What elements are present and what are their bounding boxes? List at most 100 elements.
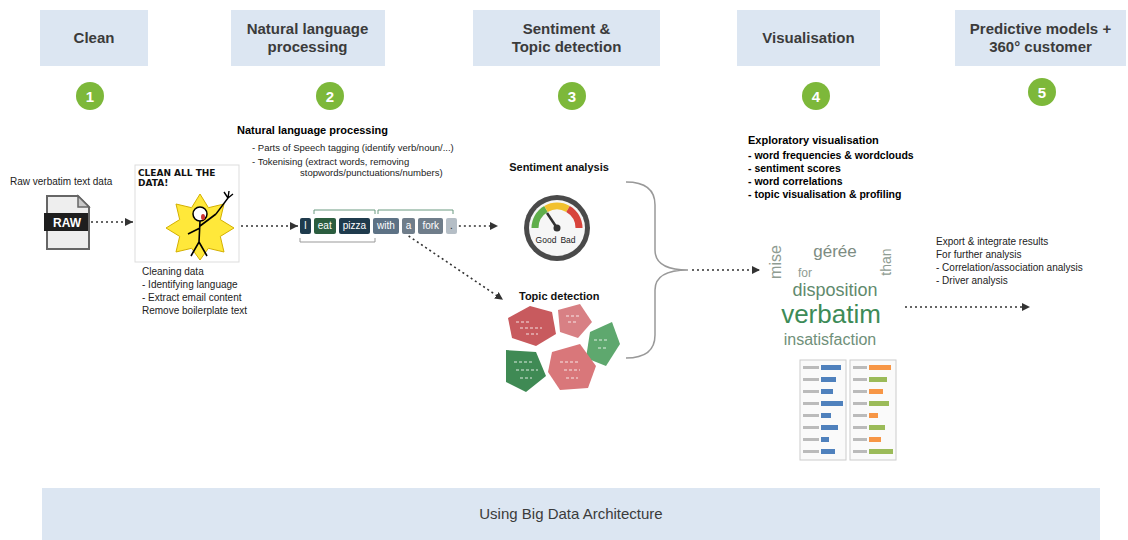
gauge-label: Good: [536, 235, 557, 245]
thumbnail-panel: [850, 360, 896, 460]
topic-shape: [508, 306, 556, 346]
word-cloud-node-slot: disposition: [792, 281, 877, 300]
token-chip-slot: I: [304, 220, 307, 232]
token-text: .: [450, 220, 453, 232]
merge-brace: [626, 182, 688, 358]
thumbnail-bars: [821, 365, 843, 454]
token-text: fork: [422, 220, 439, 232]
figure-body: [188, 214, 216, 256]
step-note: Cleaning data: [142, 266, 204, 278]
label-slot: Exploratory visualisation: [748, 134, 879, 147]
gauge-label: Bad: [560, 235, 575, 245]
token-bracket: [378, 210, 453, 214]
stage-header: Visualisation: [737, 10, 880, 66]
step-number: 2: [326, 89, 334, 104]
token-chip-slot: fork: [422, 220, 439, 232]
figure-broom: [216, 191, 233, 214]
token-text: with: [377, 220, 395, 232]
token-text: I: [304, 220, 307, 232]
step-note: - Identifying language: [142, 279, 238, 291]
cloud-word: gérée: [813, 243, 856, 260]
architecture-band-slot: Using Big Data Architecture: [479, 505, 662, 523]
architecture-band: Using Big Data Architecture: [42, 488, 1100, 540]
stage-header: Clean: [40, 10, 148, 66]
thumbnail-row-labels: [803, 366, 867, 453]
comic-node: CLEAN ALL THE DATA!: [135, 165, 239, 262]
cloud-word: insatisfaction: [784, 332, 877, 348]
comic-illustration: [135, 165, 239, 262]
step-note: For further analysis: [936, 249, 1022, 261]
input-caption: Raw verbatim text data: [10, 176, 112, 188]
label-slot: - Tokenising (extract words, removing st…: [252, 156, 525, 179]
step-note: - word frequencies & wordclouds: [748, 149, 914, 162]
token-chip-slot: eat: [318, 220, 332, 232]
step-note: - Driver analysis: [936, 275, 1008, 287]
sentiment-gauge-node-slot: Good: [536, 229, 557, 247]
cloud-word: for: [798, 267, 812, 279]
file-fold: [78, 196, 89, 207]
step-note: - sentiment scores: [748, 162, 841, 175]
label-slot: - word correlations: [748, 175, 843, 188]
header-text: Sentiment & Topic detection: [507, 20, 627, 56]
panel-heading: Sentiment analysis: [509, 161, 609, 174]
token-chip: a: [402, 218, 416, 234]
label-slot: - sentiment scores: [748, 162, 841, 175]
step-circle: 4: [802, 82, 830, 110]
token-chip-slot: pizza: [343, 220, 366, 232]
stage-header-slot: Predictive models + 360° customer: [966, 20, 1116, 56]
label-slot: For further analysis: [936, 249, 1022, 261]
step-circle: 1: [76, 82, 104, 110]
step-number: 4: [812, 89, 820, 104]
gauge-bad-arc: [568, 209, 579, 228]
token-text: eat: [318, 220, 332, 232]
word-cloud-node-slot: verbatim: [781, 301, 881, 327]
label-slot: Natural language processing: [237, 124, 388, 137]
icon-label: RAW: [53, 216, 81, 230]
topic-shape: [558, 304, 592, 338]
label-slot: - Correlation/association analysis: [936, 262, 1083, 274]
step-note: - topic visualisation & profiling: [748, 188, 901, 201]
label-slot: - topic visualisation & profiling: [748, 188, 901, 201]
header-text: Clean: [74, 29, 115, 47]
flow-arrow: [409, 236, 503, 300]
section-heading: Exploratory visualisation: [748, 134, 879, 147]
cloud-word: than: [879, 248, 893, 275]
header-text: Visualisation: [762, 29, 854, 47]
comic-node-slot: CLEAN ALL THE DATA!: [138, 168, 228, 190]
comic-text: CLEAN ALL THE DATA!: [138, 168, 228, 189]
step-circle: 2: [316, 82, 344, 110]
topic-cluster-drawing: [506, 304, 620, 392]
token-chip: pizza: [339, 218, 370, 234]
header-text: Natural language processing: [238, 20, 378, 56]
step-note: - word correlations: [748, 175, 843, 188]
flow-arrow: [241, 225, 298, 227]
chart-thumbnails: [800, 360, 896, 460]
step-note: Remove boilerplate text: [142, 305, 247, 317]
label-slot: - Extract email content: [142, 292, 241, 304]
step-circle: 5: [1028, 78, 1056, 106]
label-slot: Remove boilerplate text: [142, 305, 247, 317]
step-note: - Extract email content: [142, 292, 241, 304]
step-circle-slot: 2: [326, 89, 334, 104]
token-chip: eat: [314, 218, 336, 234]
step-circle-slot: 3: [568, 89, 576, 104]
step-number: 1: [86, 89, 94, 104]
label-slot: - Identifying language: [142, 279, 238, 291]
token-bracket: [314, 210, 375, 214]
step-circle: 3: [558, 82, 586, 110]
sentiment-gauge-drawing: [524, 195, 590, 261]
token-text: a: [406, 220, 412, 232]
flow-arrow: [459, 225, 498, 227]
token-chip: fork: [418, 218, 443, 234]
token-brackets: [300, 210, 453, 242]
thumbnail-panel: [800, 360, 846, 460]
token-bracket: [300, 238, 375, 242]
word-cloud-node-slot: for: [798, 263, 812, 281]
flow-arrow: [91, 221, 133, 223]
gauge-mid-arc: [546, 206, 568, 209]
gauge-good-arc: [535, 209, 546, 228]
step-circle-slot: 1: [86, 89, 94, 104]
step-note: Export & integrate results: [936, 236, 1048, 248]
step-number: 5: [1038, 85, 1046, 100]
